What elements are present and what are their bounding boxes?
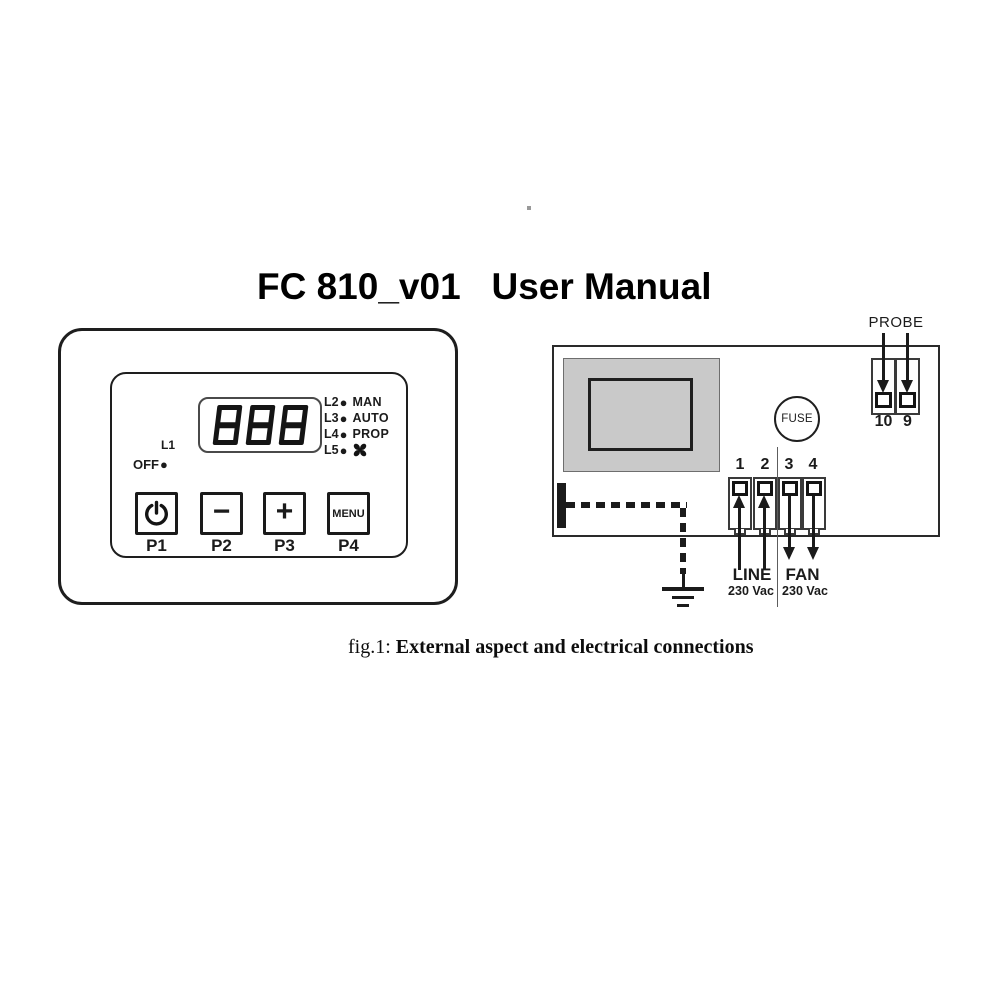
earth-wire-horizontal	[566, 502, 687, 508]
led-dot: ●	[339, 442, 348, 458]
fan-voltage: 230 Vac	[782, 584, 828, 598]
probe-wire-9	[906, 333, 909, 382]
led-row-l4: L4● PROP	[324, 426, 389, 442]
arrow-up-icon	[733, 495, 745, 508]
led-mode-label: PROP	[352, 427, 390, 441]
arrow-down-icon	[901, 380, 913, 393]
figure-caption-prefix: fig.1:	[348, 636, 396, 658]
terminal-contact-4	[806, 481, 822, 496]
figure-caption: fig.1: External aspect and electrical co…	[328, 613, 754, 682]
line-voltage: 230 Vac	[728, 584, 774, 598]
seven-segment-digit	[245, 405, 275, 445]
led-id: L3	[324, 411, 339, 425]
terminal-number-2: 2	[760, 456, 770, 473]
led-id: L5	[324, 443, 339, 457]
earth-terminal-bar	[557, 483, 566, 528]
minus-icon: −	[212, 494, 231, 528]
page-title: FC 810_v01 User Manual	[257, 266, 712, 307]
fan-wire-3	[788, 496, 791, 548]
probe-wire-10	[882, 333, 885, 382]
probe-contact-9	[899, 392, 916, 408]
led-l1-dot: ●	[160, 456, 168, 472]
probe-contact-10	[875, 392, 892, 408]
line-wire-1	[738, 506, 741, 570]
led-mode-label: MAN	[352, 395, 382, 409]
button-label-p1: P1	[146, 536, 167, 555]
probe-label: PROBE	[868, 314, 924, 331]
terminal-number-3: 3	[784, 456, 794, 473]
off-label: OFF	[133, 456, 159, 472]
button-label-p4: P4	[338, 536, 359, 555]
display-window-inner	[588, 378, 693, 451]
seven-segment-display	[198, 397, 322, 453]
led-dot: ●	[339, 410, 348, 426]
seven-segment-digit	[278, 405, 308, 445]
arrow-down-icon	[877, 380, 889, 393]
led-dot: ●	[339, 426, 348, 442]
minus-button-p2: −	[200, 492, 243, 535]
led-row-l2: L2● MAN	[324, 394, 382, 410]
terminal-contact-2	[757, 481, 773, 496]
arrow-down-icon	[807, 547, 819, 560]
line-wire-2	[763, 506, 766, 570]
power-icon	[142, 499, 171, 528]
led-row-off: OFF●	[133, 456, 169, 472]
earth-wire-vertical	[680, 508, 686, 574]
power-button-p1	[135, 492, 178, 535]
plus-icon: +	[275, 494, 294, 528]
led-row-l3: L3● AUTO	[324, 410, 389, 426]
ground-symbol	[672, 596, 694, 599]
led-mode-label: AUTO	[352, 411, 389, 425]
earth-wire-stem	[682, 572, 685, 588]
ground-symbol	[662, 587, 704, 591]
ground-symbol	[677, 604, 689, 607]
terminal-number-4: 4	[808, 456, 818, 473]
fan-label: FAN	[785, 565, 820, 584]
terminal-number-1: 1	[735, 456, 745, 473]
led-l1-label: L1	[160, 438, 175, 452]
button-label-p3: P3	[274, 536, 295, 555]
arrow-down-icon	[783, 547, 795, 560]
fan-icon	[352, 442, 368, 458]
led-row-l5: L5●	[324, 442, 368, 458]
terminal-contact-3	[782, 481, 798, 496]
fuse-symbol: FUSE	[774, 396, 820, 442]
led-id: L4	[324, 427, 339, 441]
arrow-up-icon	[758, 495, 770, 508]
line-label: LINE	[732, 565, 772, 584]
terminal-contact-1	[732, 481, 748, 496]
menu-button-p4: MENU	[327, 492, 370, 535]
led-id: L2	[324, 395, 339, 409]
probe-terminal-number-10: 10	[874, 413, 893, 430]
seven-segment-digit	[212, 405, 242, 445]
scan-artifact-dot	[527, 206, 531, 210]
fuse-label: FUSE	[781, 413, 813, 425]
menu-label: MENU	[332, 507, 365, 520]
button-label-p2: P2	[211, 536, 232, 555]
plus-button-p3: +	[263, 492, 306, 535]
led-dot: ●	[339, 394, 348, 410]
line-fan-divider	[776, 447, 778, 607]
probe-terminal-number-9: 9	[903, 413, 912, 430]
fan-wire-4	[812, 496, 815, 548]
figure-caption-text: External aspect and electrical connectio…	[395, 636, 754, 658]
